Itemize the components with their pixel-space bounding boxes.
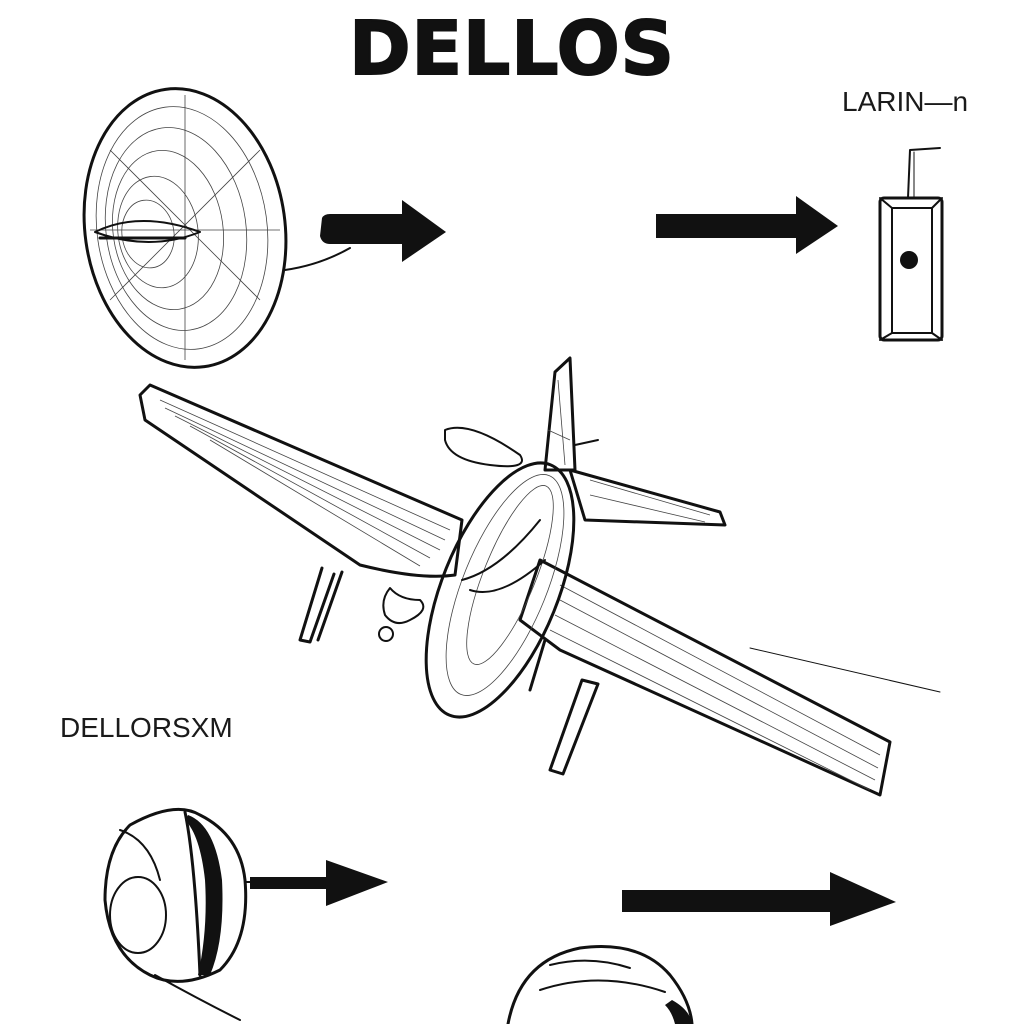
arrow-right-icon xyxy=(320,200,446,262)
headset-label: DELLORSXM xyxy=(60,712,233,743)
helmet-icon xyxy=(506,945,694,1024)
arrow-right-icon xyxy=(656,196,838,254)
radio-transmitter-icon xyxy=(878,147,944,342)
satellite-dish-icon xyxy=(82,87,351,369)
diagram-title: DELLOS xyxy=(348,5,675,93)
arrow-right-icon xyxy=(250,860,388,906)
arrow-right-icon xyxy=(622,872,896,926)
headset-icon xyxy=(103,807,331,1021)
airplane-icon xyxy=(138,356,941,797)
transmitter-label: LARIN—n xyxy=(842,86,969,117)
